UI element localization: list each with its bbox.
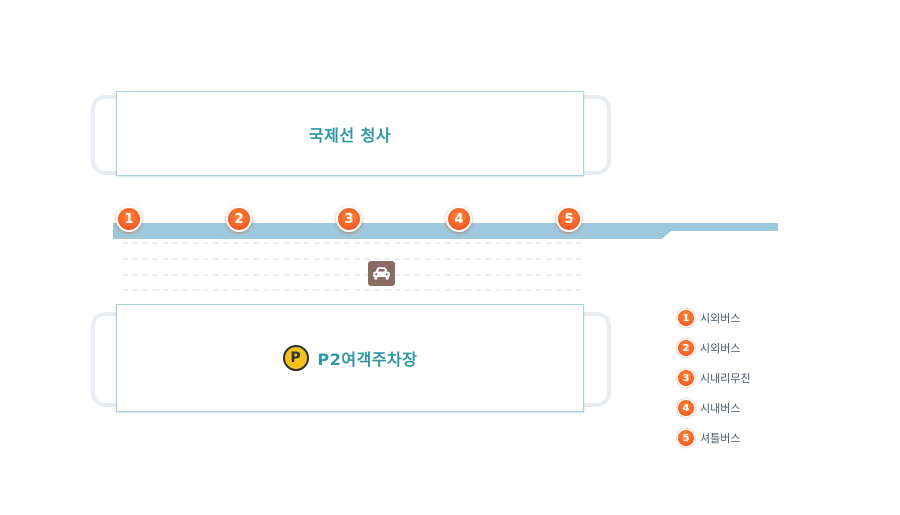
legend-badge: 2 <box>677 339 695 357</box>
bus-stop-2[interactable]: 2 <box>226 206 252 232</box>
bus-stop-3[interactable]: 3 <box>336 206 362 232</box>
bus-stop-number: 2 <box>234 211 244 227</box>
bus-road <box>113 223 778 239</box>
legend-badge: 4 <box>677 399 695 417</box>
parking-label-group: P P2여객주차장 <box>282 345 418 371</box>
legend-number: 2 <box>682 342 690 354</box>
terminal-name: 국제선 청사 <box>308 125 392 145</box>
legend-badge: 3 <box>677 369 695 387</box>
legend-number: 3 <box>682 372 690 384</box>
parking-right-arc <box>583 312 611 407</box>
bus-stop-number: 1 <box>124 211 134 227</box>
parking-icon-letter: P <box>290 350 301 366</box>
legend-badge: 5 <box>677 429 695 447</box>
legend-label: 시내리무진 <box>700 372 751 385</box>
bus-stop-number: 3 <box>344 211 354 227</box>
parking-left-arc <box>91 312 117 407</box>
terminal-left-arc <box>91 95 117 175</box>
bus-stop-number: 4 <box>454 211 464 227</box>
car-icon <box>373 267 390 280</box>
legend-number: 4 <box>682 402 690 414</box>
parking-name: P2여객주차장 <box>317 350 418 369</box>
taxi-car-icon[interactable] <box>368 261 395 286</box>
legend-label: 시내버스 <box>700 402 741 415</box>
parking-icon: P <box>282 345 309 371</box>
bus-stop-1[interactable]: 1 <box>116 206 142 232</box>
bus-stop-4[interactable]: 4 <box>446 206 472 232</box>
lane-line <box>122 274 582 276</box>
legend-item: 5 셔틀버스 <box>677 423 751 453</box>
legend-label: 셔틀버스 <box>700 432 741 445</box>
bus-stop-5[interactable]: 5 <box>556 206 582 232</box>
terminal-building: 국제선 청사 <box>116 91 584 176</box>
lane-line <box>122 242 582 244</box>
legend-badge: 1 <box>677 309 695 327</box>
legend-label: 시외버스 <box>700 342 741 355</box>
legend-item: 1 시외버스 <box>677 303 751 333</box>
legend: 1 시외버스 2 시외버스 3 시내리무진 4 시내버스 5 셔틀버스 <box>677 303 751 453</box>
legend-number: 1 <box>682 312 690 324</box>
legend-item: 3 시내리무진 <box>677 363 751 393</box>
legend-number: 5 <box>682 432 690 444</box>
legend-item: 2 시외버스 <box>677 333 751 363</box>
legend-item: 4 시내버스 <box>677 393 751 423</box>
legend-label: 시외버스 <box>700 312 741 325</box>
bus-stop-number: 5 <box>564 211 574 227</box>
lane-line <box>122 258 582 260</box>
terminal-right-arc <box>583 95 611 175</box>
parking-building: P P2여객주차장 <box>116 304 584 412</box>
lane-line <box>122 289 582 291</box>
